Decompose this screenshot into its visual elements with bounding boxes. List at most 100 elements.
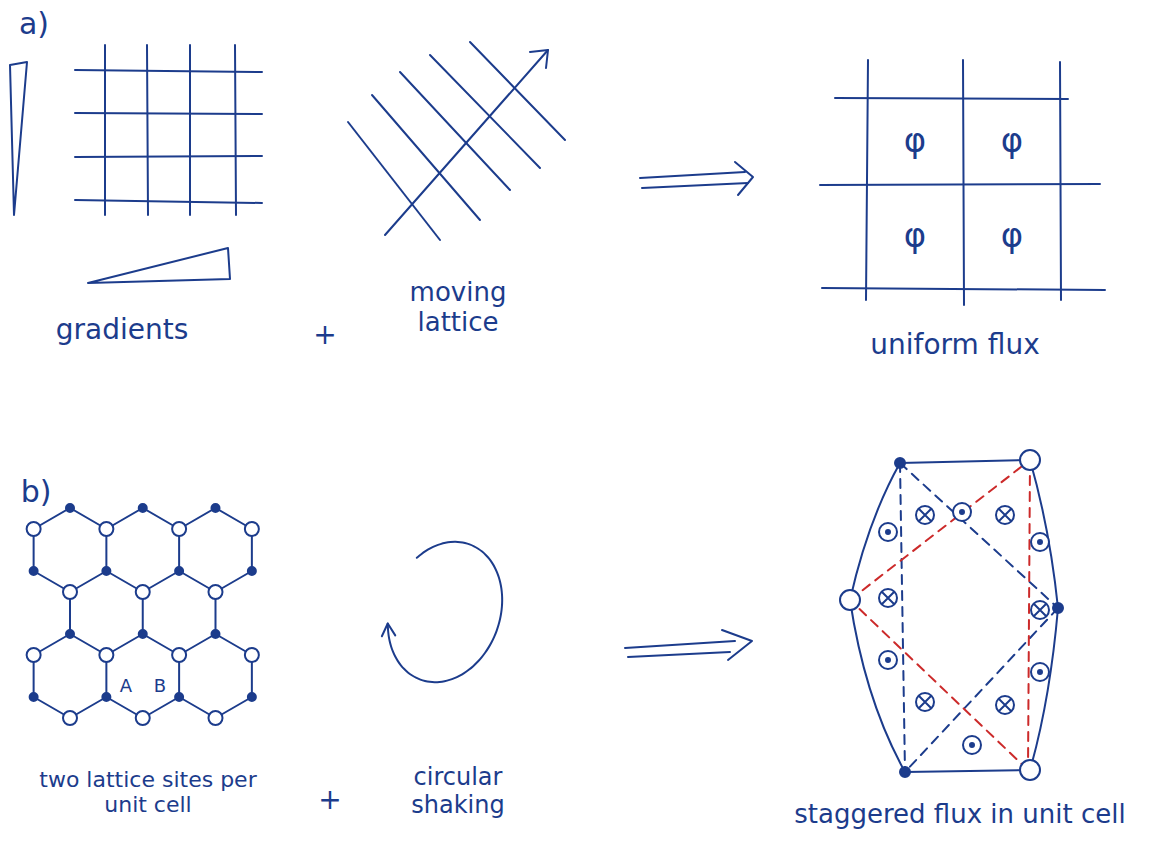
lattice-line — [75, 70, 262, 72]
grid-line — [820, 184, 1100, 185]
caption-text: uniform flux — [870, 329, 1039, 361]
dashed-bond — [850, 460, 1030, 600]
flux-out-of-page — [953, 503, 971, 521]
site-b — [136, 585, 150, 599]
sublattice-label: B — [154, 676, 166, 697]
flux-ring — [1031, 663, 1049, 681]
site-a — [248, 693, 256, 701]
arrow-head — [722, 630, 752, 660]
site-a — [211, 504, 219, 512]
flux-out-of-page — [1031, 533, 1049, 551]
caption-text: circular shaking — [373, 764, 543, 819]
site-b — [63, 585, 77, 599]
arrow-line — [625, 641, 735, 648]
site-a — [102, 693, 110, 701]
caption-text: staggered flux in unit cell — [794, 800, 1125, 830]
unit-cell — [840, 450, 1063, 780]
dashed-bond — [1028, 460, 1030, 770]
site-b — [1020, 450, 1040, 470]
dashed-bond — [905, 608, 1058, 772]
flux-out-of-page — [1031, 663, 1049, 681]
arrow-line — [628, 652, 730, 657]
site-a — [139, 630, 147, 638]
lattice-line — [75, 113, 262, 114]
arrow-head — [735, 162, 753, 195]
grid-line — [835, 98, 1068, 99]
site-a — [102, 567, 110, 575]
lattice-line — [348, 122, 440, 240]
motion-arrow — [385, 50, 548, 235]
flux-out-of-page — [963, 736, 981, 754]
honeycomb-lattice — [27, 504, 259, 725]
implies-arrow — [625, 630, 752, 660]
flux-ring — [953, 503, 971, 521]
site-a — [30, 693, 38, 701]
nnn-bonds-b — [850, 460, 1030, 770]
flux-into-page — [1031, 601, 1049, 619]
cell-edge — [905, 770, 1030, 772]
flux-dot — [1038, 540, 1042, 544]
flux-dot — [886, 658, 890, 662]
grid-line — [866, 60, 868, 300]
site-b — [208, 711, 222, 725]
arrow-line — [640, 172, 745, 178]
flux-dot — [970, 743, 974, 747]
site-a — [139, 504, 147, 512]
site-b — [1020, 760, 1040, 780]
lattice-line — [400, 72, 510, 190]
dashed-bond — [850, 600, 1028, 770]
flux-dot — [886, 530, 890, 534]
lattice-line — [235, 45, 236, 215]
panel-label: b) — [21, 475, 52, 510]
site-b — [245, 648, 259, 662]
flux-dot — [1038, 670, 1042, 674]
dashed-bond — [900, 463, 1058, 608]
lattice-line — [430, 55, 540, 168]
static-lattice — [75, 45, 262, 215]
flux-into-page — [916, 506, 934, 524]
implies-arrow — [640, 162, 753, 195]
site-b — [99, 648, 113, 662]
flux-ring — [879, 651, 897, 669]
flux-ring — [996, 506, 1014, 524]
flux-cross — [919, 509, 931, 521]
lattice-line — [372, 95, 480, 220]
lattice-line — [75, 156, 262, 157]
grid-line — [963, 60, 964, 305]
flux-into-page — [996, 696, 1014, 714]
nnn-bonds-a — [900, 463, 1058, 772]
flux-symbol: φ — [904, 121, 926, 160]
flux-out-of-page — [879, 651, 897, 669]
site-a — [66, 504, 74, 512]
site-a — [175, 567, 183, 575]
caption-text: two lattice sites per unit cell — [18, 767, 278, 818]
site-a — [248, 567, 256, 575]
site-a — [30, 567, 38, 575]
flux-cross — [999, 699, 1011, 711]
site-b — [172, 648, 186, 662]
site-b — [99, 522, 113, 536]
site-a — [1053, 603, 1063, 613]
lattice-line — [470, 42, 565, 140]
arrow-head — [382, 624, 395, 637]
cell-edge — [900, 460, 1030, 463]
grid-line — [822, 288, 1105, 290]
flux-ring — [916, 506, 934, 524]
flux-out-of-page — [879, 523, 897, 541]
site-a — [175, 693, 183, 701]
flux-ring — [879, 589, 897, 607]
site-a — [895, 458, 905, 468]
site-b — [208, 585, 222, 599]
dashed-bond — [900, 463, 905, 772]
flux-ring — [879, 523, 897, 541]
flux-cross — [999, 509, 1011, 521]
flux-into-page — [996, 506, 1014, 524]
flux-into-page — [879, 589, 897, 607]
flux-ring — [996, 696, 1014, 714]
flux-into-page — [916, 693, 934, 711]
flux-ring — [916, 693, 934, 711]
flux-symbol: φ — [1001, 121, 1023, 160]
